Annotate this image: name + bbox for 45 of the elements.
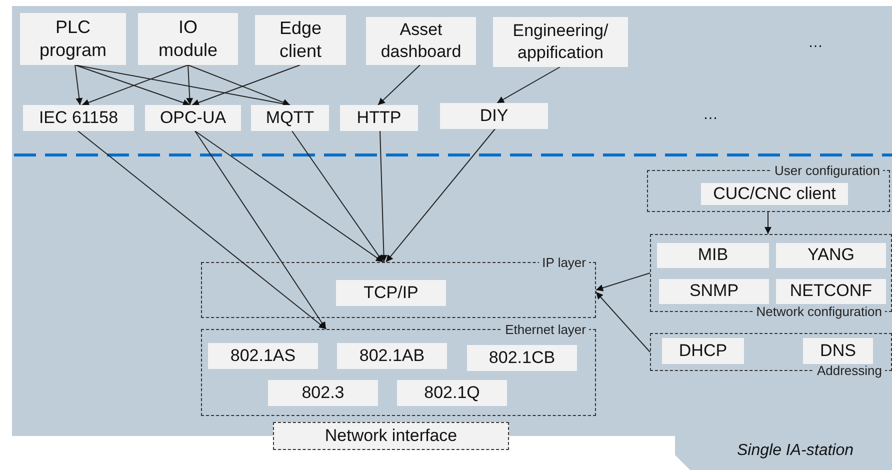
group-heading: Network configuration — [753, 304, 885, 319]
group-heading: Ethernet layer — [502, 322, 589, 337]
protocol-box: MQTT — [251, 105, 329, 131]
protocol-box: OPC-UA — [145, 105, 241, 131]
ellipsis: … — [808, 34, 823, 51]
arrow — [764, 212, 772, 234]
group-heading: Addressing — [814, 363, 885, 378]
ellipsis: … — [703, 106, 718, 123]
protocol-box: HTTP — [340, 105, 418, 131]
arrow — [194, 130, 326, 330]
protocol-box: MIB — [657, 243, 769, 268]
protocol-box: 802.1CB — [467, 345, 577, 371]
protocol-box: Asset dashboard — [366, 17, 476, 65]
protocol-box: SNMP — [659, 279, 769, 304]
arrow — [378, 64, 420, 106]
protocol-box: TCP/IP — [336, 280, 446, 306]
arrow — [596, 292, 650, 352]
protocol-box: IEC 61158 — [23, 105, 134, 131]
protocol-box: NETCONF — [776, 279, 886, 304]
protocol-box: Engineering/ appification — [493, 17, 628, 67]
protocol-box: DHCP — [662, 338, 744, 364]
station-label: Single IA-station — [737, 442, 854, 460]
group-heading: IP layer — [539, 255, 589, 270]
group-heading: User configuration — [772, 163, 883, 178]
arrow — [380, 130, 388, 262]
protocol-box: 802.1AS — [208, 343, 318, 369]
protocol-box: 802.1AB — [337, 343, 447, 369]
protocol-box: Edge client — [255, 15, 346, 65]
protocol-box: 802.3 — [268, 380, 378, 406]
protocol-box: YANG — [776, 243, 886, 268]
protocol-box: DIY — [440, 103, 548, 129]
arrow — [186, 64, 194, 106]
arrow — [78, 130, 326, 330]
arrow — [194, 130, 384, 262]
interface-box: Network interface — [273, 422, 509, 450]
protocol-box: PLC program — [20, 13, 126, 65]
arrow — [292, 130, 384, 262]
protocol-box: IO module — [138, 13, 238, 65]
protocol-box: 802.1Q — [397, 380, 507, 406]
arrow — [496, 66, 560, 104]
arrow — [386, 128, 496, 262]
protocol-box: DNS — [803, 338, 873, 364]
arrow — [74, 64, 83, 106]
arrow — [596, 272, 650, 292]
protocol-box: CUC/CNC client — [701, 183, 848, 205]
